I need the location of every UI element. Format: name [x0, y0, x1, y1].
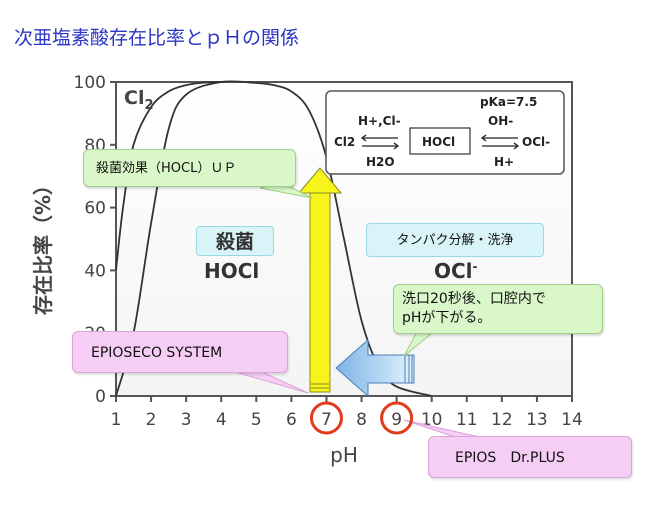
eq-right-species: OCl- [522, 135, 550, 149]
x-tick-label: 3 [181, 410, 192, 430]
eq-right-bottom: H+ [494, 155, 514, 169]
ocl-region-sup: - [472, 259, 478, 274]
eq-left-species: Cl2 [334, 135, 355, 149]
eq-right-arrows [480, 134, 520, 150]
eq-right-top: OH- [488, 114, 513, 128]
blue-arrow [335, 338, 415, 398]
hocl-region-label: HOCl [204, 259, 260, 283]
ocl-region-label: OCl- [434, 259, 478, 283]
x-tick-label: 7 [321, 410, 332, 430]
x-axis-label: pH [330, 443, 358, 467]
x-tick-label: 2 [146, 410, 157, 430]
protein-callout-text: タンパク分解・洗浄 [396, 233, 514, 248]
y-tick-label: 0 [95, 387, 106, 407]
eq-left-arrows [360, 134, 400, 150]
x-tick-label: 8 [356, 410, 367, 430]
x-tick-label: 9 [391, 410, 402, 430]
protein-callout: タンパク分解・洗浄 [366, 223, 544, 257]
ph-marker-circle [380, 401, 414, 435]
ph-marker-circle [309, 401, 343, 435]
eq-left-top: H+,Cl- [358, 114, 401, 128]
y-tick-label: 40 [84, 261, 106, 281]
x-tick-label: 14 [561, 410, 583, 430]
eq-left-bottom: H2O [366, 155, 395, 169]
cl2-label-main: Cl [124, 87, 144, 109]
x-tick-label: 13 [526, 410, 548, 430]
ocl-region-main: OCl [434, 259, 473, 283]
epios-callout: EPIOS Dr.PLUS [428, 436, 632, 478]
rinse-callout-line2: pHが下がる。 [402, 310, 492, 326]
x-tick-label: 11 [456, 410, 478, 430]
equilibrium-box: pKa=7.5 H+,Cl- Cl2 H2O HOCl OH- OCl- H+ [325, 90, 565, 175]
rinse-callout-line1: 洗口20秒後、口腔内で [402, 291, 546, 307]
rinse-callout: 洗口20秒後、口腔内で pHが下がる。 [393, 284, 603, 334]
sterilization-callout: 殺菌効果（HOCL）ＵＰ [83, 149, 296, 187]
pka-label: pKa=7.5 [480, 95, 537, 109]
y-tick-label: 100 [74, 73, 106, 93]
epios-callout-text: EPIOS Dr.PLUS [455, 450, 565, 466]
x-tick-label: 12 [491, 410, 513, 430]
sterilization-badge: 殺菌 [196, 226, 274, 256]
marker-layer [309, 401, 414, 435]
x-tick-label: 4 [216, 410, 227, 430]
series-line-hocl [115, 80, 432, 397]
cl2-label: Cl2 [124, 87, 154, 113]
cl2-label-sub: 2 [144, 98, 153, 113]
series-line-cl2 [115, 81, 222, 271]
epioseco-callout: EPIOSECO SYSTEM [72, 331, 288, 373]
x-tick-label: 5 [251, 410, 262, 430]
eq-center-species: HOCl [422, 135, 455, 149]
series-layer [115, 80, 432, 397]
sterilization-callout-text: 殺菌効果（HOCL）ＵＰ [96, 161, 237, 176]
x-tick-label: 6 [286, 410, 297, 430]
page-title: 次亜塩素酸存在比率とｐＨの関係 [14, 27, 299, 49]
y-axis-ticks: 020406080100 [74, 73, 116, 407]
yellow-arrow [297, 167, 343, 393]
y-axis-label: 存在比率（%） [31, 175, 55, 315]
epioseco-callout-text: EPIOSECO SYSTEM [91, 345, 223, 361]
eq-center-box [409, 127, 471, 155]
y-tick-label: 60 [84, 199, 106, 219]
sterilization-badge-text: 殺菌 [215, 231, 254, 253]
x-tick-label: 1 [111, 410, 122, 430]
